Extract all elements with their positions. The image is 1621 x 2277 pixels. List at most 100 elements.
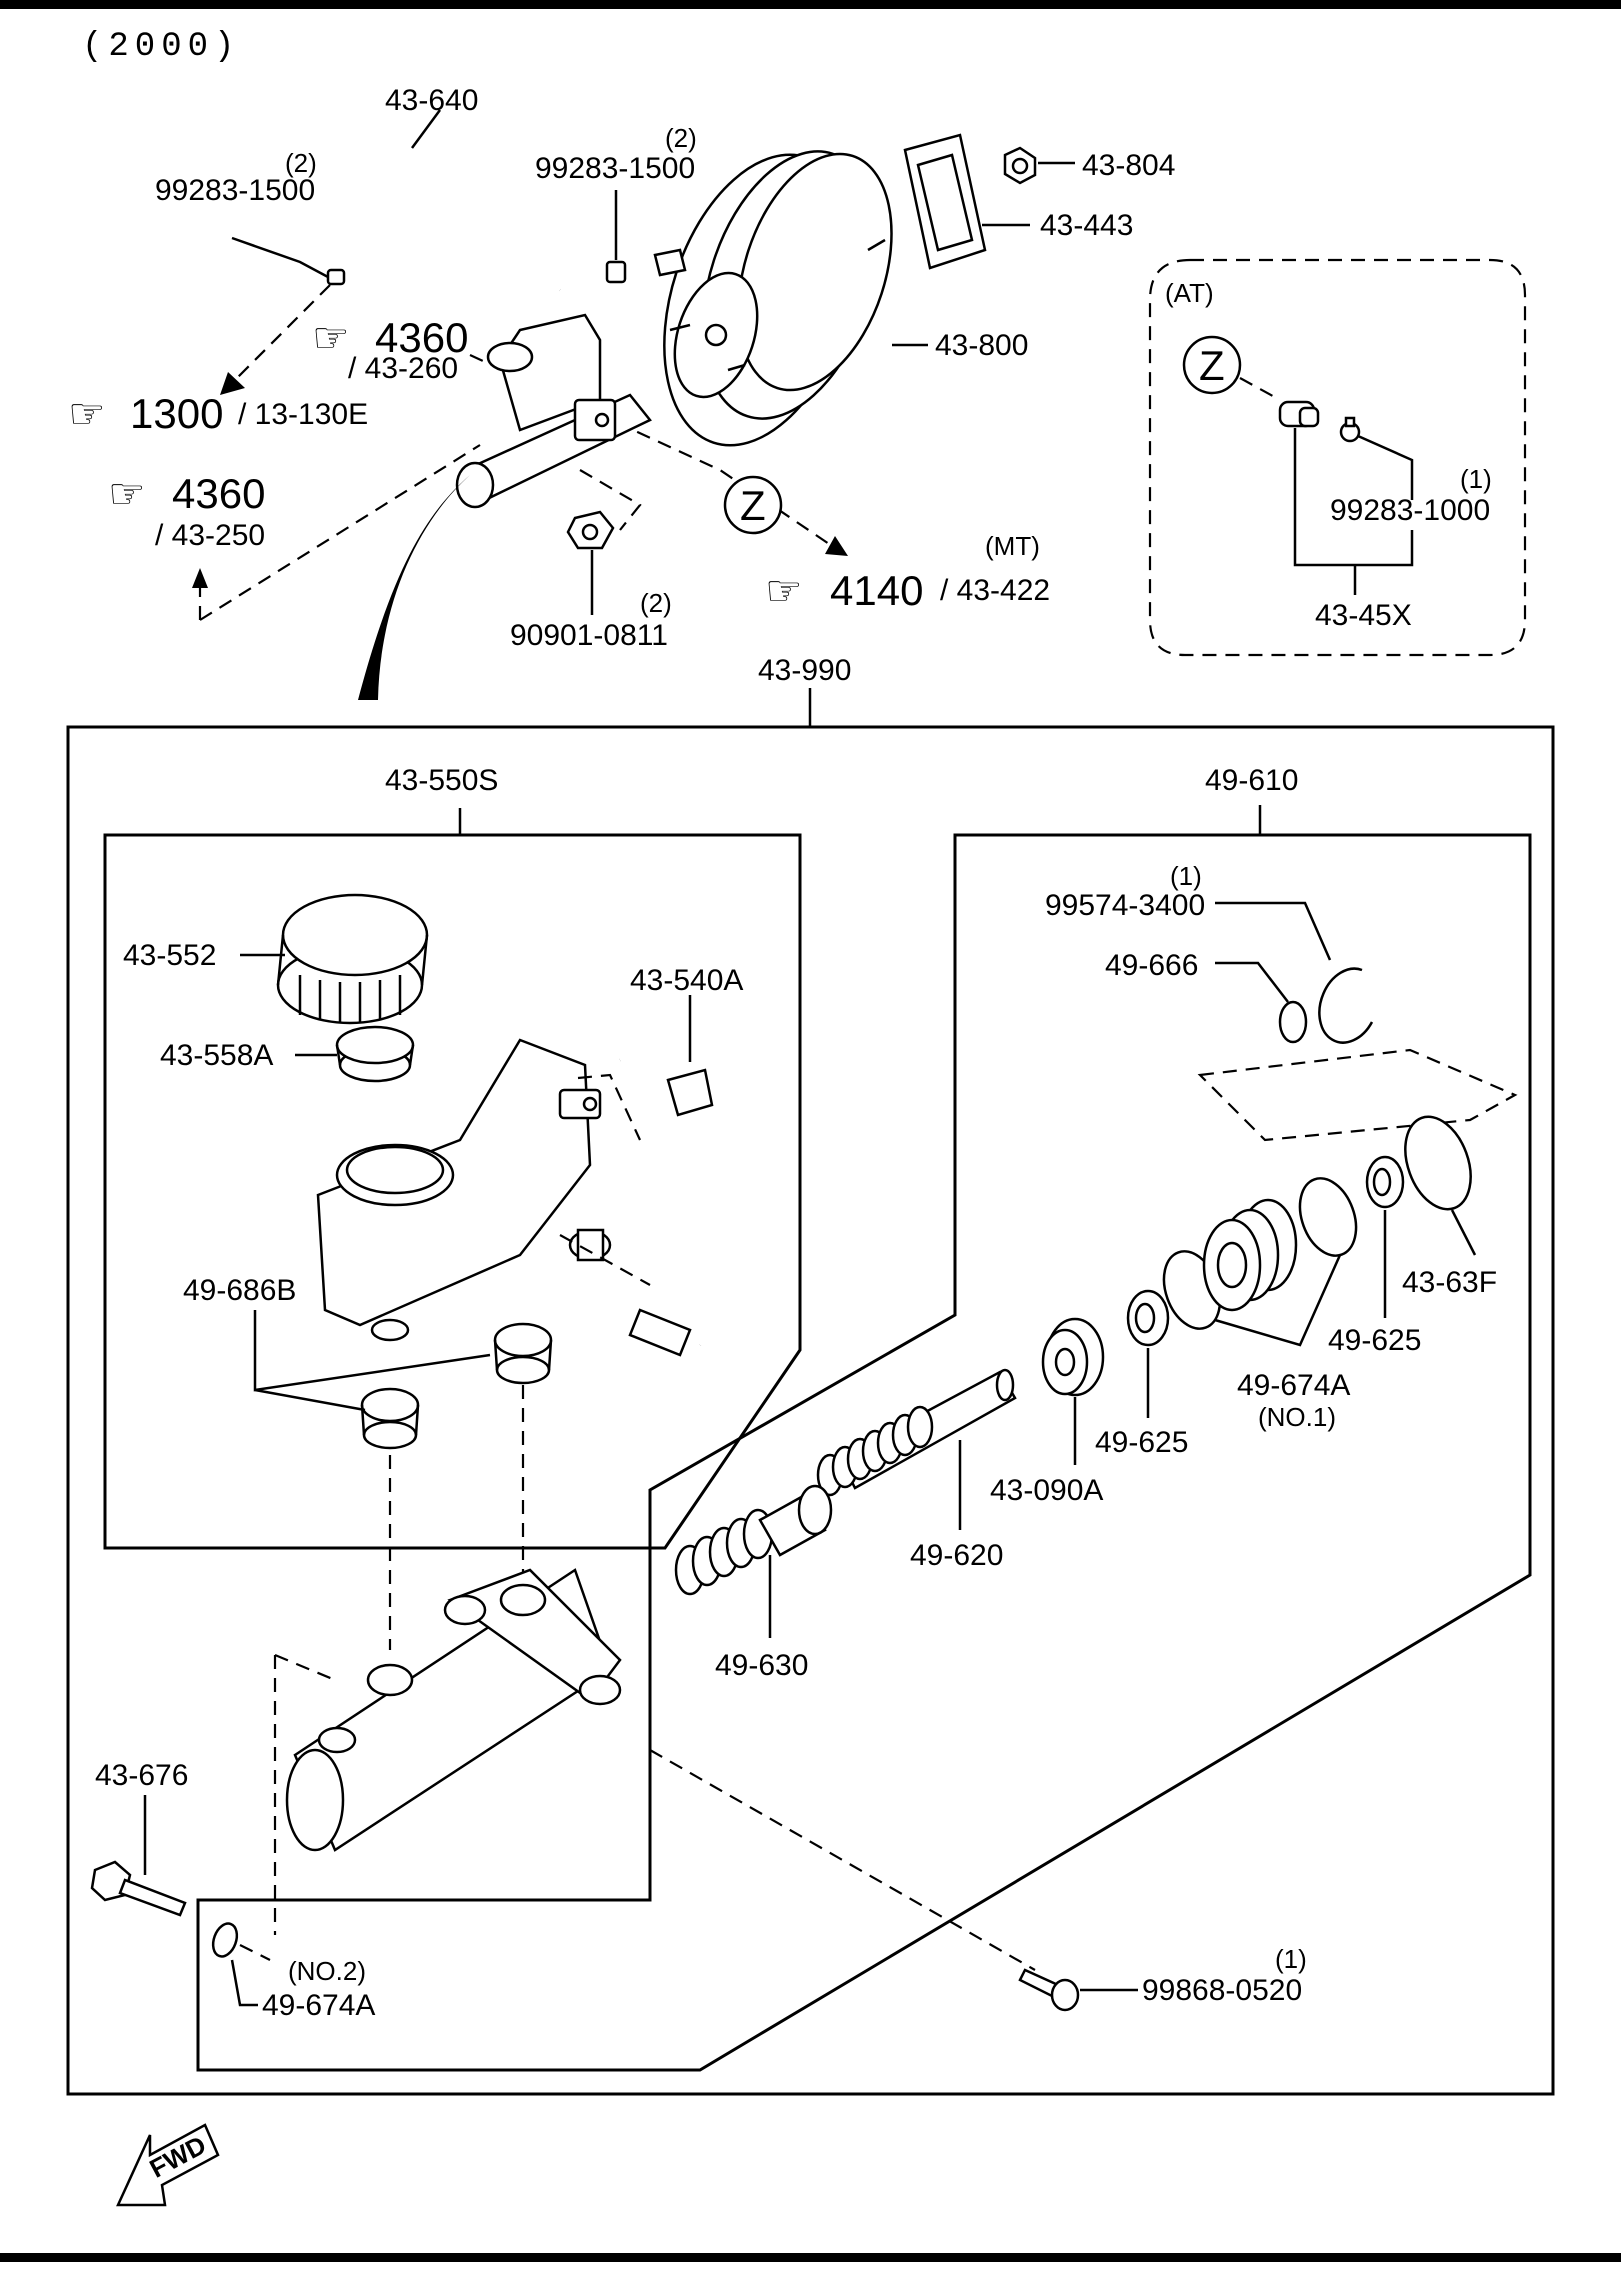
o-ring-no1-a [1298,1177,1358,1257]
label-no2: (NO.2) [288,1956,366,1986]
hand-icon-4360-a: ☞ [312,314,350,361]
label-49-625-lower: 49-625 [1095,1426,1188,1459]
leader-99283-1000 [1357,434,1414,500]
label-49-674a-no1: 49-674A [1237,1369,1350,1402]
guide-sensor-2 [559,1234,651,1286]
bracket-43-45x [1293,428,1414,567]
guide-nut [579,469,642,531]
ref-number-4360-a: 4360 [375,314,468,361]
ref-number-4140: 4140 [830,567,923,614]
label-43-800: 43-800 [935,329,1028,362]
ref-sub-43-422: / 43-422 [940,574,1050,607]
leader-49-686b-right [253,1310,491,1392]
guide-o-ring-no2 [239,1944,271,1961]
guide-cylinder-to-screw [649,1749,1036,1971]
qty-99868: (1) [1275,1944,1307,1974]
label-43-45x: 43-45X [1315,599,1412,632]
ref-4140-422[interactable]: (MT) ☞ 4140 / 43-422 [765,531,1050,614]
label-43-804: 43-804 [1082,149,1175,182]
grommet-49-686b-left [360,1387,420,1450]
z-marker-text: Z [740,482,766,529]
clip-99283-1000 [1339,416,1361,443]
ref-4360-250[interactable]: ☞ 4360 / 43-250 [108,470,265,552]
brake-booster-43-800 [653,150,893,447]
label-49-625-upper: 49-625 [1328,1324,1421,1357]
qty-99283-1500-left: (2) [285,148,317,178]
label-49-630: 49-630 [715,1649,808,1682]
label-43-990: 43-990 [758,654,851,687]
hose-clamp-middle [605,260,627,284]
label-49-610: 49-610 [1205,764,1298,797]
z-marker-main: Z [723,475,783,535]
label-43-676: 43-676 [95,1759,188,1792]
label-49-620: 49-620 [910,1539,1003,1572]
leader-49-674a-no1 [1214,1254,1342,1347]
master-cylinder-assembly-small [455,313,652,509]
ref-sub-43-260: / 43-260 [348,352,458,385]
at-z-marker [1182,335,1242,395]
reservoir-cap-43-552 [276,893,429,1025]
hand-icon-1300: ☞ [68,390,106,437]
hose-clamp-left [326,268,346,286]
ref-sub-43-250: / 43-250 [155,519,265,552]
label-99283-1500-left: 99283-1500 [155,174,315,207]
at-qty: (1) [1460,464,1492,494]
at-z-marker-text: Z [1199,342,1225,389]
label-43-552: 43-552 [123,939,216,972]
ref-1300-130e[interactable]: ☞ 1300 / 13-130E [68,390,368,437]
at-guide [1239,377,1281,401]
at-detail-box: (AT) Z (1) 99283-1000 43-45X [1148,258,1527,657]
outer-box-43-990 [66,725,1555,2096]
strainer-43-558a [335,1025,415,1083]
nut-43-804 [1003,146,1037,185]
cup-49-625-upper [1365,1155,1405,1209]
guide-cylinder-top [274,1653,336,1682]
label-90901: 90901-0811 [510,619,668,652]
guide-hose-to-1300 [229,284,331,386]
leader-49-686b-left [254,1388,366,1412]
guide-cylinder-to-4360 [199,444,481,621]
ref-number-1300: 1300 [130,390,223,437]
box-43-550s [103,833,802,1550]
seal-43-090a [1041,1317,1105,1397]
leader-99283-1500-left [231,236,329,279]
ref-4360-260[interactable]: ☞ 4360 / 43-260 [312,314,468,385]
year-label: (2000) [82,28,240,66]
label-43-090a: 43-090A [990,1474,1103,1507]
hand-icon-4140: ☞ [765,567,803,614]
label-99283-1000: 99283-1000 [1330,494,1490,527]
label-99574: 99574-3400 [1045,889,1205,922]
guide-arrowhead-1300 [220,372,245,395]
vacuum-hose-43-640 [336,135,562,295]
label-49-666: 49-666 [1105,949,1198,982]
guide-arrowhead-4140 [825,536,848,556]
label-43-443: 43-443 [1040,209,1133,242]
piston-seal-stack [1202,1198,1298,1312]
label-49-686b: 49-686B [183,1274,296,1307]
guide-sensor-1 [577,1073,641,1141]
box-49-610 [196,833,1532,2072]
fwd-direction-arrow: FWD [116,2123,220,2207]
label-43-63f: 43-63F [1402,1266,1497,1299]
label-99283-1500-mid: 99283-1500 [535,152,695,185]
label-49-674a-no2: 49-674A [262,1989,375,2022]
master-cylinder-body [285,1568,622,1852]
grommet-49-686b-right [493,1322,553,1385]
label-99868: 99868-0520 [1142,1974,1302,2007]
snap-ring-99574-3400 [1318,967,1374,1044]
leader-43-640 [410,109,442,149]
label-no1: (NO.1) [1258,1402,1336,1432]
bleeder-screw-43-676 [90,1860,187,1917]
gasket-43-443 [903,133,987,270]
label-43-558a: 43-558A [160,1039,273,1072]
leader-99574 [1215,901,1332,961]
level-sensor-43-540a [619,1046,733,1357]
leader-49-674a-no2 [230,1959,258,2007]
leader-49-666 [1215,961,1289,1003]
guide-arrowhead-4360 [192,568,208,588]
secondary-piston-49-630 [674,1484,833,1596]
ref-qualifier-mt: (MT) [985,531,1040,561]
at-box-title: (AT) [1165,278,1214,308]
reservoir-tank [316,1038,612,1342]
